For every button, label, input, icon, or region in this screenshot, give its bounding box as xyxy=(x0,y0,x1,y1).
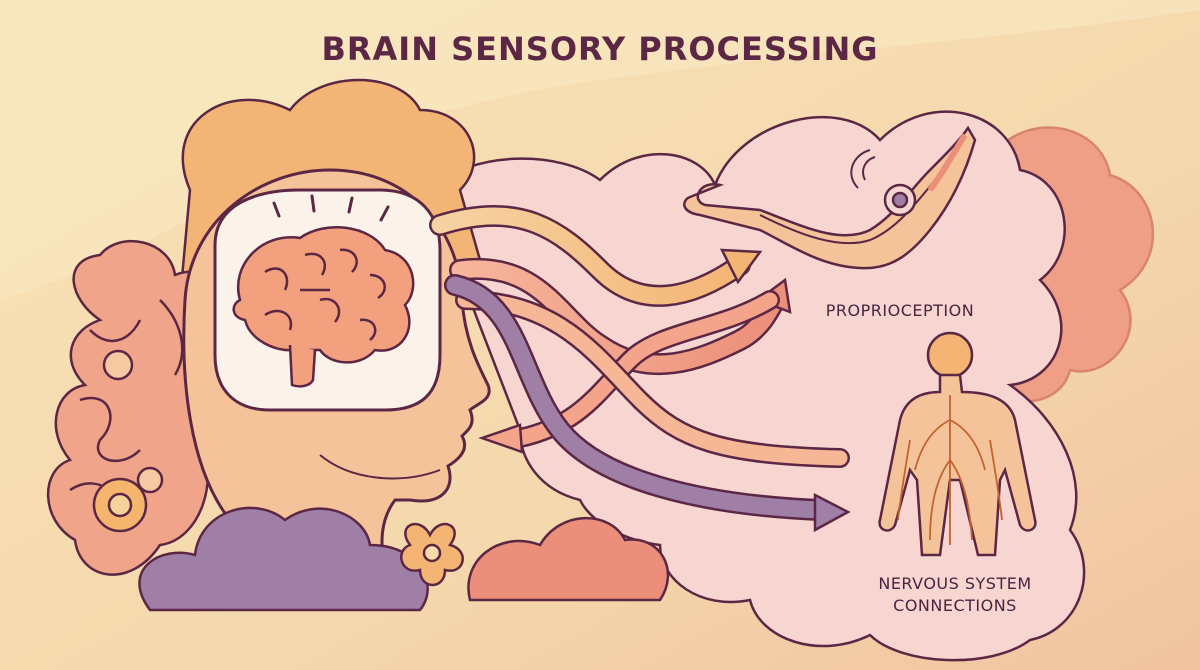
sensory-arrows xyxy=(429,204,851,533)
flower-icon xyxy=(92,477,148,533)
flower-icon xyxy=(400,523,464,587)
arrowhead xyxy=(719,248,763,285)
nervous-system-label: NERVOUS SYSTEM CONNECTIONS xyxy=(845,573,1065,617)
thinking-rays xyxy=(272,194,390,222)
background-swoosh xyxy=(0,0,1200,300)
head-cheek xyxy=(319,454,441,480)
nervous-system-label-line1: NERVOUS SYSTEM xyxy=(878,574,1032,593)
body-icon xyxy=(878,331,1037,557)
nervous-system-label-line2: CONNECTIONS xyxy=(893,596,1017,615)
proprioception-label: PROPRIOCEPTION xyxy=(825,301,975,320)
page-title: BRAIN SENSORY PROCESSING xyxy=(321,30,879,68)
arm-icon xyxy=(683,125,977,270)
brain-icon xyxy=(232,226,415,388)
cloud-icon xyxy=(467,516,670,602)
